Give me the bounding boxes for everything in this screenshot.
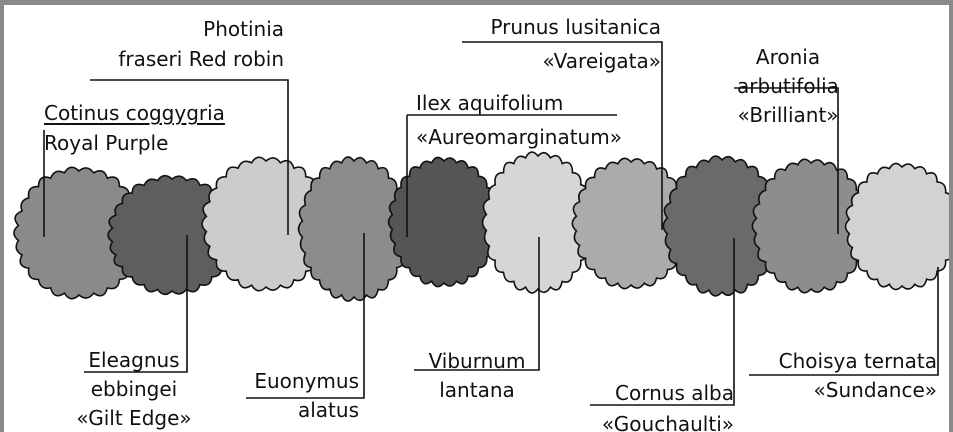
- label-eleagnus-line1: Eleagnus: [64, 350, 204, 370]
- label-ilex-line1: Ilex aquifolium: [416, 93, 622, 113]
- label-ilex: Ilex aquifolium «Aureomarginatum»: [416, 93, 622, 147]
- label-choisya-line1: Choisya ternata: [739, 351, 937, 371]
- label-cotinus: Cotinus coggygria Royal Purple: [44, 103, 225, 153]
- label-euonymus: Euonymus alatus: [229, 371, 359, 420]
- label-photinia: Photinia fraseri Red robin: [74, 19, 284, 69]
- label-cotinus-line2: Royal Purple: [44, 133, 225, 153]
- label-eleagnus-line2: ebbingei: [64, 379, 204, 399]
- label-cotinus-line1: Cotinus coggygria: [44, 103, 225, 123]
- label-cornus-line2: «Gouchaulti»: [564, 414, 734, 432]
- label-aronia-line1: Aronia: [732, 47, 844, 67]
- label-prunus: Prunus lusitanica «Vareigata»: [444, 17, 661, 71]
- label-aronia-line3: «Brilliant»: [732, 105, 844, 125]
- label-cornus-line1: Cornus alba: [564, 383, 734, 403]
- label-choisya: Choisya ternata «Sundance»: [739, 351, 937, 400]
- label-viburnum: Viburnum lantana: [414, 351, 540, 400]
- label-aronia-line2: arbutifolia: [732, 76, 844, 96]
- label-ilex-line2: «Aureomarginatum»: [416, 127, 622, 147]
- label-euonymus-line1: Euonymus: [229, 371, 359, 391]
- label-photinia-line2: fraseri Red robin: [74, 49, 284, 69]
- label-photinia-line1: Photinia: [74, 19, 284, 39]
- label-euonymus-line2: alatus: [229, 400, 359, 420]
- label-prunus-line1: Prunus lusitanica: [444, 17, 661, 37]
- label-viburnum-line2: lantana: [414, 380, 540, 400]
- label-aronia: Aronia arbutifolia «Brilliant»: [732, 47, 844, 125]
- bush-choisya: [846, 163, 953, 289]
- label-eleagnus: Eleagnus ebbingei «Gilt Edge»: [64, 350, 204, 428]
- label-choisya-line2: «Sundance»: [739, 380, 937, 400]
- label-prunus-line2: «Vareigata»: [444, 51, 661, 71]
- label-viburnum-line1: Viburnum: [414, 351, 540, 371]
- label-cornus: Cornus alba «Gouchaulti»: [564, 383, 734, 432]
- label-eleagnus-line3: «Gilt Edge»: [64, 408, 204, 428]
